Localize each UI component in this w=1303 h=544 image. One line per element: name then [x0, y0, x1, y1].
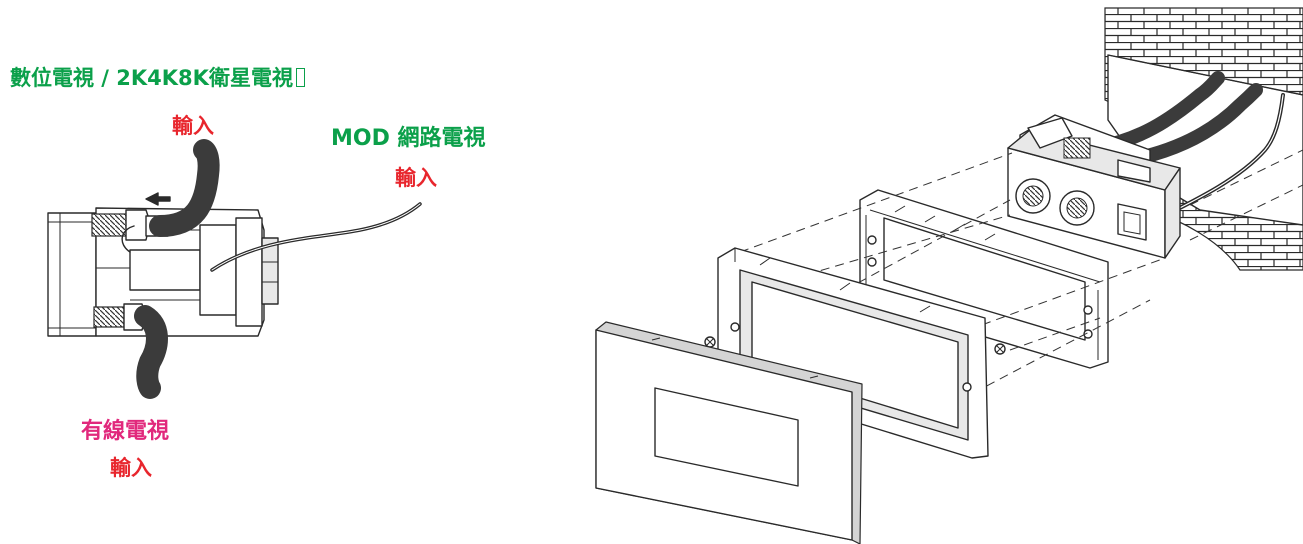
- wall-cables: [1088, 71, 1285, 220]
- outlet-module: [1007, 114, 1181, 259]
- mod-input-label: 輸入: [395, 166, 437, 190]
- cable-tv-input-label: 輸入: [110, 456, 152, 480]
- digital-tv-label: 數位電視 / 2K4K8K衛星電視: [10, 68, 305, 89]
- mounting-frame: [859, 189, 1109, 369]
- cable-tv-label: 有線電視: [81, 419, 170, 444]
- mod-label: MOD 網路電視: [331, 126, 486, 151]
- middle-frame: [717, 247, 989, 459]
- digital-tv-input-label: 輸入: [172, 114, 214, 138]
- front-cover-plate: [595, 321, 863, 544]
- outlet-side-view: [47, 139, 422, 399]
